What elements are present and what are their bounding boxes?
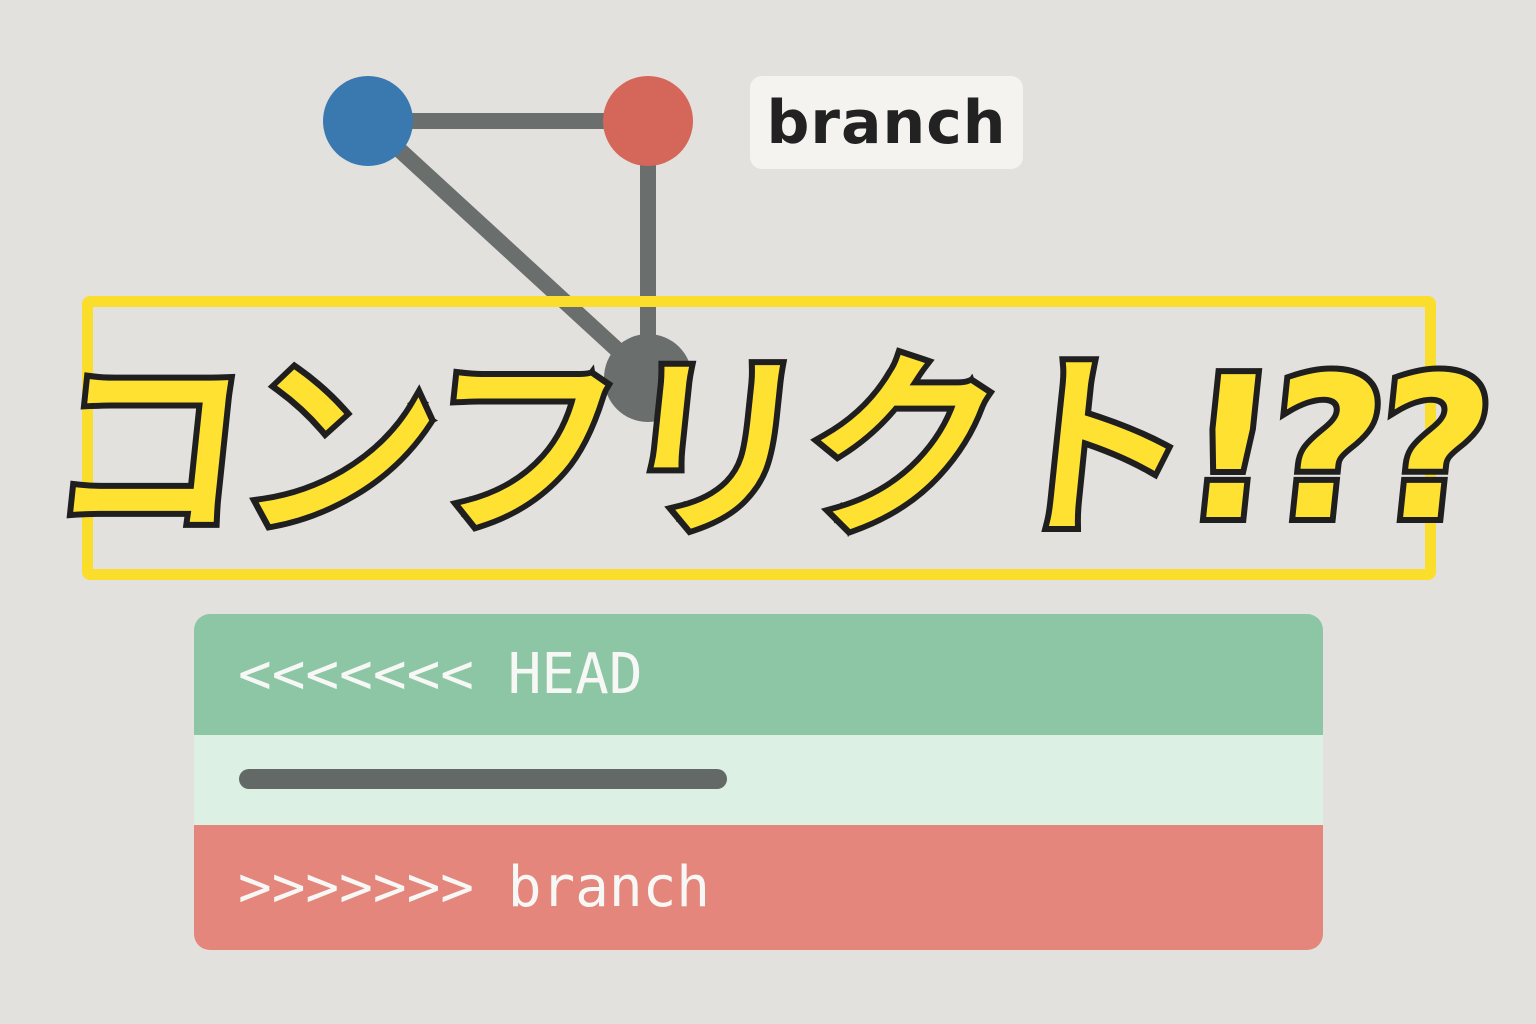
conflict-block: <<<<<<< HEAD >>>>>>> branch	[194, 614, 1323, 950]
branch-label: branch	[750, 76, 1023, 169]
merge-commit-node	[604, 334, 692, 422]
conflict-title: コンフリクト!??	[34, 330, 1503, 570]
commit-node-red	[603, 76, 693, 166]
title-highlight-box	[82, 296, 1436, 580]
separator-line	[239, 769, 727, 789]
head-marker-text: <<<<<<< HEAD	[238, 642, 643, 707]
branch-marker-row: >>>>>>> branch	[194, 825, 1323, 950]
head-marker-row: <<<<<<< HEAD	[194, 614, 1323, 735]
commit-node-blue	[323, 76, 413, 166]
branch-marker-text: >>>>>>> branch	[238, 855, 711, 920]
edge-blue-merge	[360, 113, 656, 386]
